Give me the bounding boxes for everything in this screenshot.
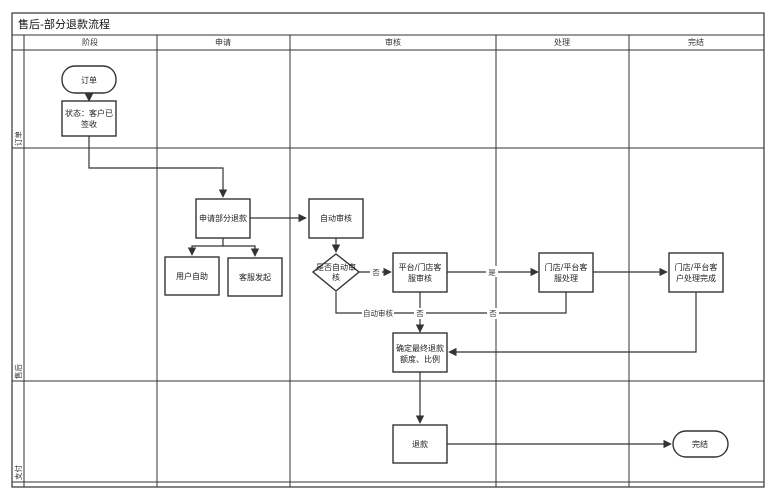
node-platform-review: 平台/门店客 服审核 — [392, 252, 448, 293]
column-header-stage: 阶段 — [82, 37, 98, 47]
edge-label-bg — [487, 308, 499, 319]
edge-apply-to-user — [187, 238, 224, 256]
node-status: 状态：客户已 签收 — [61, 100, 117, 137]
column-header-review: 审核 — [385, 37, 401, 47]
edge-label-auto-review: 自动审核 — [363, 308, 393, 318]
diagram-title: 售后-部分退款流程 — [18, 17, 110, 31]
edge-label-bg — [362, 308, 394, 319]
column-header-apply: 申请 — [215, 37, 231, 47]
node-status-label-2: 签收 — [81, 119, 97, 129]
node-refund-label: 退款 — [412, 439, 428, 449]
node-platform-review-label-1: 平台/门店客 — [399, 262, 442, 272]
node-decision-auto-review: 是否自动审 核 — [311, 253, 361, 292]
column-header-process: 处理 — [554, 37, 570, 47]
edge-label-no-review: 否 — [372, 268, 380, 277]
node-confirm-label-1: 确定最终退款 — [396, 343, 444, 353]
node-end: 完结 — [672, 430, 729, 458]
lane-label-aftersale: 售后 — [13, 364, 23, 379]
edge-apply-to-cs — [223, 245, 260, 257]
node-store-process: 门店/平台客 服处理 — [538, 252, 594, 293]
column-header-finish: 完结 — [688, 37, 704, 47]
diagram-frame — [11, 12, 765, 488]
node-cs-initiate: 客服发起 — [227, 257, 283, 297]
node-confirm-amount: 确定最终退款 额度、比例 — [392, 332, 448, 373]
node-refund: 退款 — [392, 424, 448, 464]
node-order: 订单 — [61, 65, 117, 94]
edge-label-yes-process: 是 — [488, 268, 496, 277]
edge-status-to-apply — [88, 136, 228, 198]
node-apply-partial-refund: 申请部分退款 — [195, 198, 251, 239]
node-status-label-1: 状态：客户已 — [65, 108, 113, 118]
node-end-label: 完结 — [692, 439, 708, 449]
node-user-initiate: 用户自助 — [164, 256, 220, 296]
node-store-done-label-2: 户处理完成 — [676, 273, 716, 283]
lane-label-payment: 支付 — [13, 465, 23, 480]
node-auto-review: 自动审核 — [308, 198, 364, 239]
node-cs-initiate-label: 客服发起 — [239, 272, 271, 282]
edge-label-no-right: 否 — [489, 309, 497, 318]
edge-label-no-mid: 否 — [416, 309, 424, 318]
node-auto-review-label: 自动审核 — [320, 213, 352, 223]
node-store-done-label-1: 门店/平台客 — [675, 262, 718, 272]
node-confirm-label-2: 额度、比例 — [400, 354, 440, 364]
node-platform-review-label-2: 服审核 — [408, 273, 432, 283]
node-store-process-label-1: 门店/平台客 — [545, 262, 588, 272]
node-decision-label-1: 是否自动审 — [316, 262, 356, 272]
edge-done-to-confirm — [448, 292, 697, 357]
edge-label-bg — [370, 266, 382, 277]
edge-label-bg — [414, 308, 426, 319]
edge-label-bg — [486, 266, 498, 277]
edge-process-no-to-confirm — [420, 292, 567, 314]
node-store-process-label-2: 服处理 — [554, 273, 578, 283]
node-apply-label: 申请部分退款 — [199, 213, 247, 223]
node-order-label: 订单 — [81, 75, 97, 85]
node-decision-label-2: 核 — [332, 272, 340, 282]
lane-label-order: 订单 — [13, 131, 23, 146]
node-store-done: 门店/平台客 户处理完成 — [668, 252, 724, 293]
node-user-initiate-label: 用户自助 — [176, 271, 208, 281]
